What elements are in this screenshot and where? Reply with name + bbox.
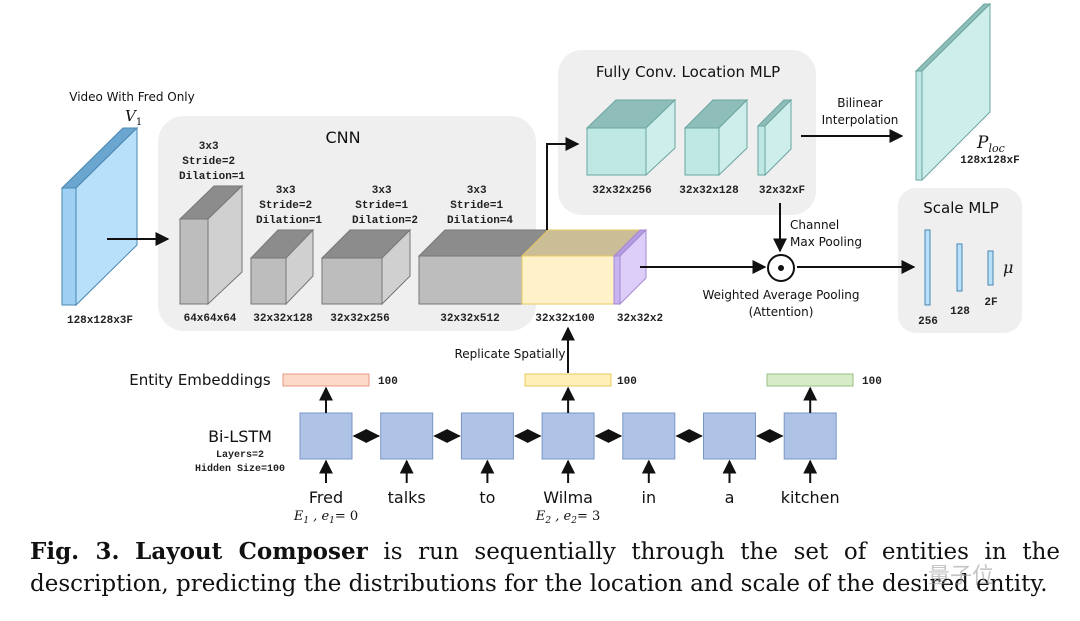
cnn-layer-1-dims: 64x64x64: [184, 313, 237, 325]
embedding-block-dims: 32x32x100: [535, 313, 594, 325]
scale-mlp-layer-2-size: 128: [950, 306, 970, 318]
word-token: a: [725, 488, 735, 507]
word-token: kitchen: [781, 488, 840, 507]
entity-index: E2 , e2= 3: [535, 509, 600, 526]
scale-mlp-layer-1-size: 256: [918, 316, 938, 328]
attention-label-1: Weighted Average Pooling: [702, 288, 859, 302]
word-token: Wilma: [543, 488, 593, 507]
word-token: to: [479, 488, 495, 507]
entity-index: E1 , e1= 0: [293, 509, 358, 526]
cnn-layer-3-dims: 32x32x256: [330, 313, 389, 325]
input-sentence: Fred E1 , e1= 0 talks to Wilma E2 , e2= 3 in a k…: [293, 488, 840, 526]
extra-block-dims: 32x32x2: [617, 313, 663, 325]
bilstm-layers: Layers=2: [216, 450, 264, 461]
input-dims: 128x128x3F: [67, 315, 133, 327]
bilstm-hidden-size: Hidden Size=100: [195, 463, 285, 475]
figure-caption: Fig. 3. Layout Composer is run sequentia…: [30, 536, 1060, 600]
bilstm-label: Bi-LSTM: [208, 427, 272, 446]
caption-label: Fig. 3.: [30, 538, 120, 565]
location-mlp-block-3: [756, 98, 793, 177]
entity-embedding-kitchen-size: 100: [862, 376, 882, 388]
scale-mlp-title: Scale MLP: [923, 199, 998, 217]
location-mlp-block-2: [683, 98, 749, 177]
cnn-layer-1-params: 3x3 Stride=2 Dilation=1: [179, 141, 245, 183]
cnn-layer-4-block: [417, 229, 550, 305]
scale-output-symbol: μ: [1003, 258, 1013, 277]
word-token: talks: [388, 488, 426, 507]
scale-mlp-layer-3-size: 2F: [984, 297, 997, 309]
lstm-cell: [380, 412, 434, 460]
lstm-cell: [460, 412, 514, 460]
cnn-layer-4-params: 3x3 Stride=1 Dilation=4: [447, 185, 513, 227]
cnn-layer-2-dims: 32x32x128: [253, 313, 313, 325]
pooling-label-1: Channel: [790, 218, 839, 232]
input-symbol: V1: [125, 107, 142, 128]
branch-to-location-mlp-arrow: [546, 137, 580, 230]
entity-embeddings-label: Entity Embeddings: [129, 371, 271, 389]
attention-operator-icon: [767, 254, 795, 282]
scale-mlp-layer-2: [956, 243, 963, 292]
caption-text: is run sequentially through the set of e…: [30, 539, 1060, 597]
location-mlp-block-3-dims: 32x32xF: [759, 185, 805, 197]
location-mlp-block-1-dims: 32x32x256: [592, 185, 651, 197]
location-output-dims: 128x128xF: [960, 155, 1019, 167]
entity-embedding-wilma-size: 100: [617, 376, 637, 388]
replicated-embedding-block: [520, 229, 642, 305]
lstm-cell: [541, 412, 595, 460]
location-mlp-block-1: [585, 98, 677, 177]
input-title: Video With Fred Only: [69, 90, 195, 104]
input-video-slab: [60, 126, 139, 307]
location-output-slab: [914, 2, 992, 182]
cnn-title: CNN: [325, 128, 360, 147]
caption-title: Layout Composer: [135, 538, 368, 565]
cnn-layer-1-block: [178, 184, 244, 306]
word-token: in: [642, 488, 657, 507]
bilstm-cells: [299, 386, 837, 483]
lstm-cell: [783, 412, 837, 460]
scale-mlp-layer-3: [987, 250, 994, 286]
word-token: Fred: [309, 488, 343, 507]
entity-embedding-kitchen: [766, 373, 854, 387]
lstm-cell: [299, 412, 353, 460]
cnn-layer-4-dims: 32x32x512: [440, 313, 499, 325]
attention-label-2: (Attention): [749, 305, 814, 319]
extra-channels-block: [612, 228, 648, 306]
scale-mlp-layer-1: [924, 229, 931, 306]
interpolation-label-1: Bilinear: [837, 96, 883, 110]
cnn-layer-2-params: 3x3 Stride=2 Dilation=1: [256, 185, 322, 227]
cnn-layer-2-block: [249, 228, 315, 306]
location-mlp-block-2-dims: 32x32x128: [679, 185, 739, 197]
watermark: 量子位: [928, 564, 995, 589]
replicate-label: Replicate Spatially: [454, 347, 565, 361]
entity-embedding-fred: [282, 373, 370, 387]
entity-embedding-fred-size: 100: [378, 376, 398, 388]
lstm-cell: [622, 412, 676, 460]
entity-embedding-wilma: [524, 373, 612, 387]
location-mlp-title: Fully Conv. Location MLP: [596, 63, 780, 81]
location-output-symbol: Ploc: [976, 133, 1005, 155]
lstm-cell: [703, 412, 756, 460]
interpolation-label-2: Interpolation: [822, 113, 899, 127]
cnn-layer-3-params: 3x3 Stride=1 Dilation=2: [352, 185, 418, 227]
pooling-label-2: Max Pooling: [790, 235, 862, 249]
cnn-layer-3-block: [320, 228, 412, 306]
